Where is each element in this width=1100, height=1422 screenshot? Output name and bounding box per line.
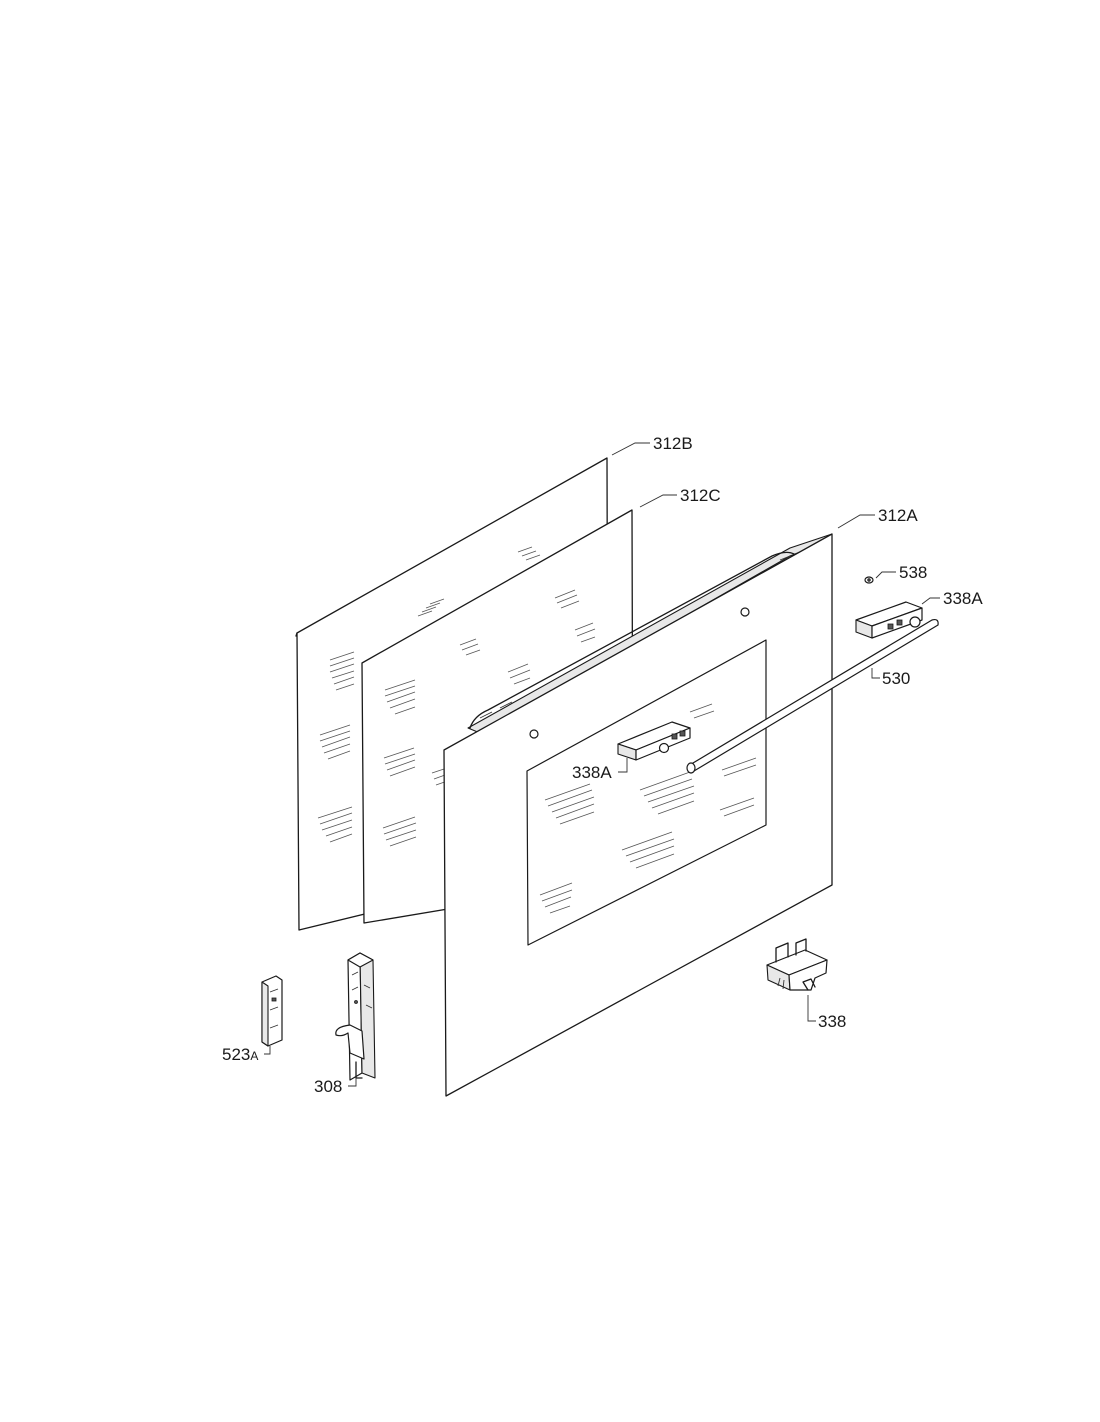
leader-538 <box>875 571 896 579</box>
window-pattern-312a <box>539 703 757 914</box>
leader-308 <box>348 1078 357 1087</box>
screw-hole-right <box>740 607 750 617</box>
leader-lines <box>264 442 940 1087</box>
callout-312a: 312A <box>878 506 918 525</box>
leader-312a <box>837 514 875 529</box>
rod-530 <box>686 618 939 774</box>
callout-338a-right: 338A <box>943 589 983 608</box>
callout-338: 338 <box>818 1012 846 1031</box>
leader-338a-center <box>618 758 628 773</box>
leader-338a-right <box>921 597 940 605</box>
hinge-block-338a-center <box>617 721 691 761</box>
callout-338a-center: 338A <box>572 763 612 782</box>
callout-523a-number: 523 <box>222 1045 250 1064</box>
leader-312b <box>611 442 650 456</box>
hinge-cover-523a <box>261 975 283 1047</box>
outer-door-glass-312a <box>443 533 833 1097</box>
door-viewing-window <box>526 639 767 946</box>
callout-312c: 312C <box>680 486 721 505</box>
callout-530: 530 <box>882 669 910 688</box>
callout-308: 308 <box>314 1077 342 1096</box>
callout-538: 538 <box>899 563 927 582</box>
leader-338 <box>807 995 816 1022</box>
leader-530 <box>871 668 880 679</box>
hinge-308 <box>335 952 376 1081</box>
callout-312b: 312B <box>653 434 693 453</box>
screw-hole-left <box>529 729 539 739</box>
hinge-block-338a-right <box>855 601 923 639</box>
callout-523a-suffix: A <box>250 1049 258 1063</box>
callout-523a: 523A <box>222 1045 258 1064</box>
screw-538 <box>864 576 874 584</box>
door-clip-338 <box>766 938 828 991</box>
leader-312c <box>639 494 677 508</box>
leader-523a <box>264 1046 271 1055</box>
glass-pattern-312b <box>317 546 541 843</box>
